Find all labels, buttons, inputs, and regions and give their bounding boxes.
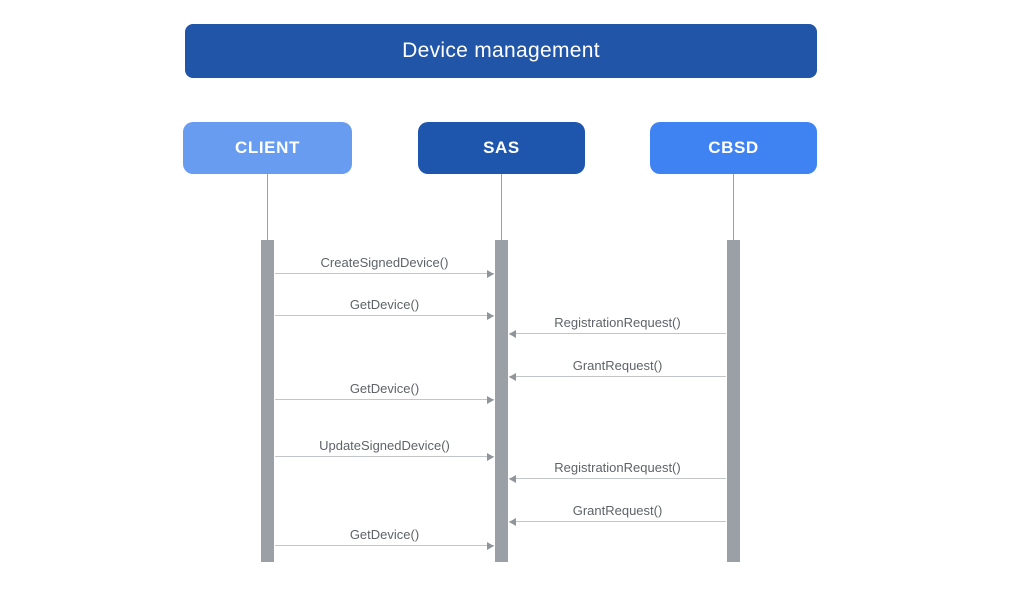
message-label: RegistrationRequest() xyxy=(554,315,681,330)
arrowhead-icon xyxy=(487,269,494,278)
arrowhead-icon xyxy=(509,474,516,483)
arrowhead-icon xyxy=(487,452,494,461)
message-label: GrantRequest() xyxy=(572,358,663,373)
message-line xyxy=(509,478,726,479)
message-label: GetDevice() xyxy=(349,527,420,542)
message-line xyxy=(275,273,494,274)
message-line xyxy=(275,456,494,457)
actor-box-client: CLIENT xyxy=(183,122,352,174)
message-label: GetDevice() xyxy=(349,297,420,312)
lifeline-cbsd xyxy=(733,174,734,240)
message-label: CreateSignedDevice() xyxy=(320,255,449,270)
message-line xyxy=(509,376,726,377)
message-label: RegistrationRequest() xyxy=(554,460,681,475)
arrowhead-icon xyxy=(487,311,494,320)
arrowhead-icon xyxy=(487,541,494,550)
diagram-title: Device management xyxy=(185,24,817,78)
activation-bar-client xyxy=(261,240,274,562)
lifeline-sas xyxy=(501,174,502,240)
message-label: GetDevice() xyxy=(349,381,420,396)
arrowhead-icon xyxy=(487,395,494,404)
arrowhead-icon xyxy=(509,329,516,338)
message-line xyxy=(275,315,494,316)
message-label: GrantRequest() xyxy=(572,503,663,518)
message-label: UpdateSignedDevice() xyxy=(319,438,450,453)
actor-box-sas: SAS xyxy=(418,122,585,174)
message-line xyxy=(275,399,494,400)
activation-bar-sas xyxy=(495,240,508,562)
message-line xyxy=(275,545,494,546)
message-line xyxy=(509,521,726,522)
arrowhead-icon xyxy=(509,517,516,526)
arrowhead-icon xyxy=(509,372,516,381)
lifeline-client xyxy=(267,174,268,240)
actor-box-cbsd: CBSD xyxy=(650,122,817,174)
activation-bar-cbsd xyxy=(727,240,740,562)
message-line xyxy=(509,333,726,334)
